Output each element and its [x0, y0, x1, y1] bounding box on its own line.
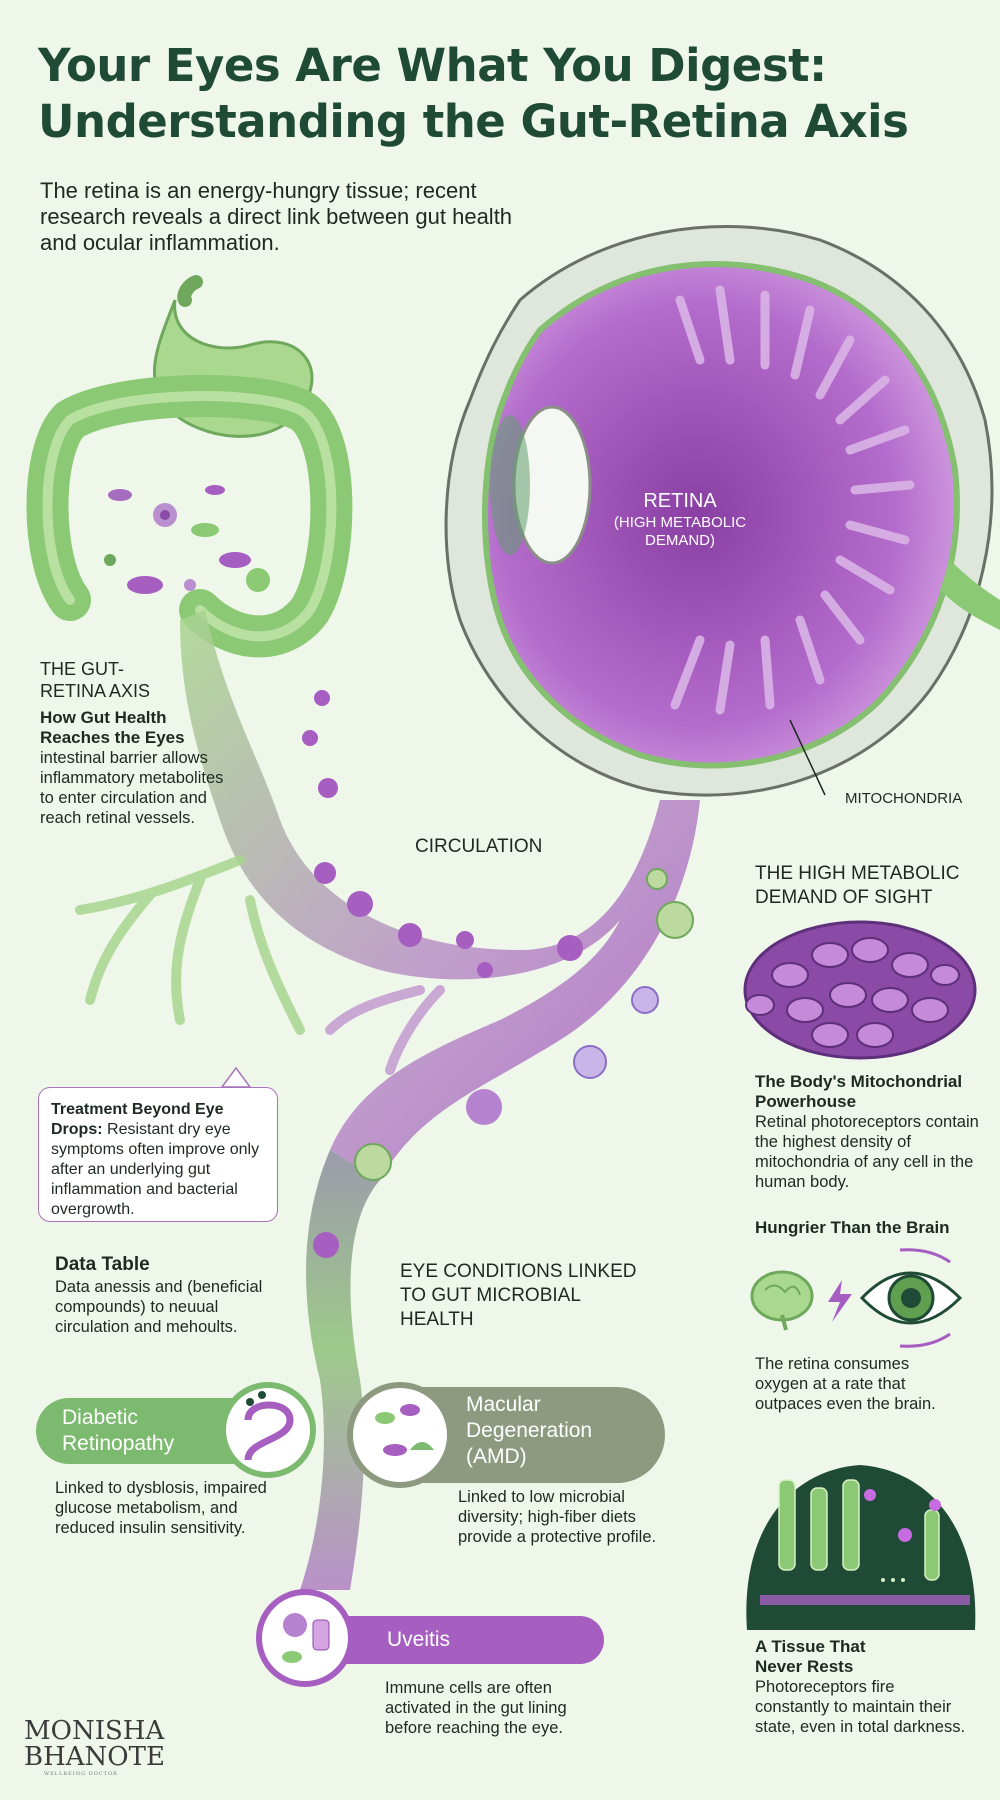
- eye-icon: [444, 225, 1000, 797]
- metabolic-desc-0: Retinal photoreceptors contain the highe…: [755, 1113, 979, 1191]
- data-table-block: Data Table Data anessis and (beneficial …: [55, 1253, 265, 1337]
- immune-cell-medallion-icon: [256, 1589, 354, 1687]
- metabolic-item-never-rests: A Tissue That Never Rests Photoreceptors…: [755, 1637, 970, 1737]
- pill-uveitis: [300, 1616, 604, 1664]
- metabolic-heading: THE HIGH METABOLIC DEMAND OF SIGHT: [755, 863, 960, 908]
- metabolic-title-0: The Body's Mitochondrial Powerhouse: [755, 1072, 963, 1111]
- eye-small-icon: [859, 1248, 963, 1348]
- data-table-body: Data anessis and (beneficial compounds) …: [55, 1278, 263, 1336]
- metabolic-item-mitochondria: The Body's Mitochondrial Powerhouse Reti…: [755, 1072, 985, 1192]
- callout-bold: Treatment Beyond Eye Drops:: [51, 1101, 224, 1138]
- lightning-icon: [828, 1280, 852, 1322]
- retina-subtitle: (HIGH METABOLIC DEMAND): [613, 514, 747, 549]
- logo: MONISHA BHANOTE WELLBEING DOCTOR: [24, 1718, 165, 1778]
- metabolic-desc-2: Photoreceptors fire constantly to mainta…: [755, 1678, 966, 1736]
- condition-desc-uveitis: Immune cells are often activated in the …: [385, 1679, 567, 1737]
- conditions-heading: EYE CONDITIONS LINKED TO GUT MICROBIAL H…: [400, 1261, 637, 1330]
- gut-axis-subheading: How Gut Health Reaches the Eyes: [40, 708, 185, 747]
- page-title: Your Eyes Are What You Digest: Understan…: [38, 39, 909, 148]
- callout-pointer: [220, 1066, 252, 1088]
- photoreceptor-icon: [746, 1465, 976, 1630]
- gut-axis-body: intestinal barrier allows inflammatory m…: [40, 749, 224, 827]
- condition-name-diabetic: Diabetic Retinopathy: [62, 1406, 175, 1455]
- gut-axis-block: THE GUT-RETINA AXIS How Gut Health Reach…: [40, 658, 240, 828]
- data-table-heading: Data Table: [55, 1254, 150, 1275]
- intestine-icon: [26, 375, 353, 658]
- logo-tagline: WELLBEING DOCTOR: [44, 1771, 118, 1777]
- gut-flora-medallion-icon: [347, 1382, 453, 1488]
- metabolic-desc-1: The retina consumes oxygen at a rate tha…: [755, 1355, 936, 1413]
- microbe-icon: [302, 690, 583, 1258]
- circulation-flow: [180, 610, 700, 1180]
- mitochondrion-icon: [743, 920, 977, 1060]
- condition-desc-amd: Linked to low microbial diversity; high-…: [458, 1488, 657, 1546]
- metabolic-item-brain-title: Hungrier Than the Brain: [755, 1218, 990, 1238]
- retina-title: RETINA: [643, 490, 717, 512]
- metabolic-title-2: A Tissue That Never Rests: [755, 1637, 866, 1676]
- condition-name-amd: Macular Degeneration (AMD): [466, 1393, 593, 1468]
- conditions-stem: [300, 1150, 380, 1590]
- mitochondria-leader: [789, 719, 826, 796]
- mitochondria-label: MITOCHONDRIA: [845, 790, 963, 807]
- intestine-medallion-icon: [220, 1382, 316, 1478]
- gut-axis-heading: THE GUT-RETINA AXIS: [40, 659, 151, 701]
- logo-line1: MONISHA: [24, 1716, 165, 1746]
- callout-text: Resistant dry eye symptoms often improve…: [51, 1121, 260, 1218]
- logo-line2: BHANOTE: [24, 1742, 165, 1772]
- brain-icon: [750, 1270, 814, 1331]
- condition-name-uveitis: Uveitis: [387, 1628, 451, 1651]
- circulation-label: CIRCULATION: [415, 836, 543, 857]
- intro-text: The retina is an energy-hungry tissue; r…: [40, 178, 513, 255]
- metabolic-title-1: Hungrier Than the Brain: [755, 1218, 950, 1237]
- condition-desc-diabetic: Linked to dysblosis, impaired glucose me…: [55, 1479, 267, 1537]
- treatment-callout: Treatment Beyond Eye Drops: Resistant dr…: [38, 1087, 278, 1222]
- vessel-branches: [75, 855, 305, 1035]
- retina-label: RETINA (HIGH METABOLIC DEMAND): [600, 490, 760, 550]
